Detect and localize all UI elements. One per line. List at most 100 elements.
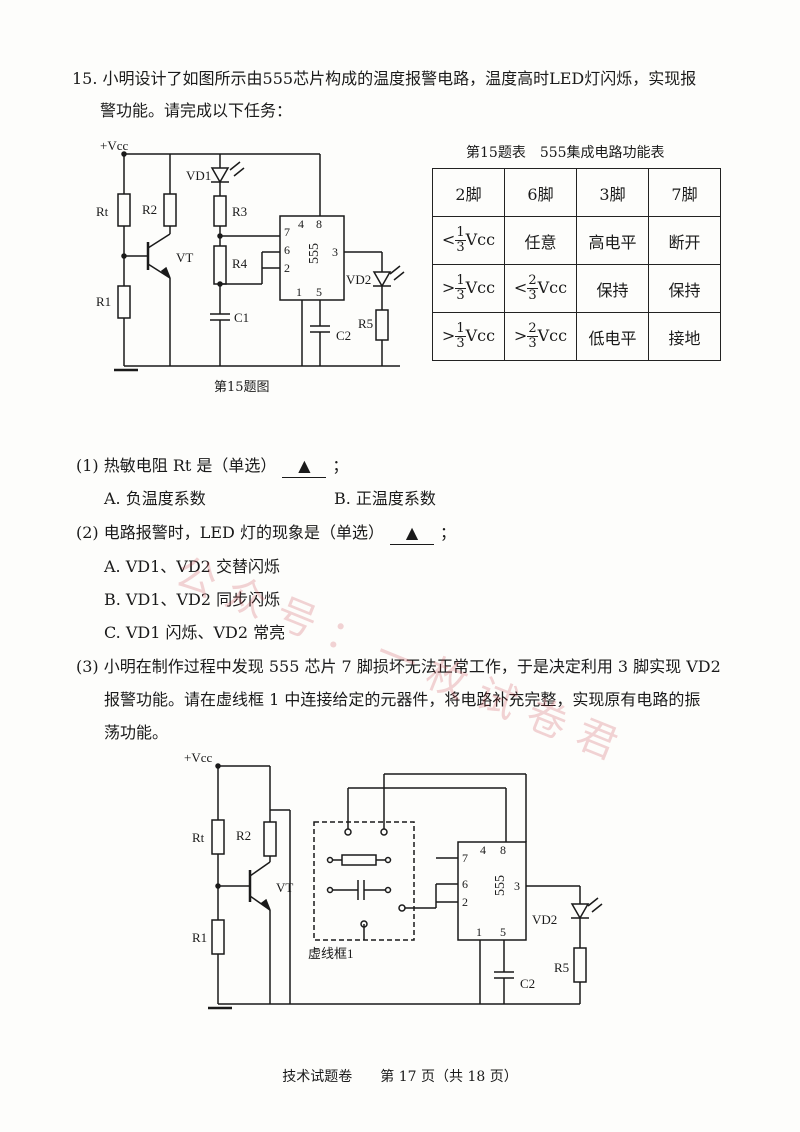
fig2-pin3: 3 xyxy=(514,879,520,893)
fraction-den: 3 xyxy=(456,240,465,255)
sub1-end: ； xyxy=(332,456,349,475)
fig1-c2-label: C2 xyxy=(336,328,351,343)
fig1-pin2: 2 xyxy=(284,261,290,275)
fraction-num: 1 xyxy=(455,273,466,289)
fig1-rt-label: Rt xyxy=(96,204,109,219)
cell-suffix: Vcc xyxy=(465,230,496,249)
cell-suffix: Vcc xyxy=(537,278,568,297)
fraction-den: 3 xyxy=(456,288,465,303)
cell-prefix: > xyxy=(441,278,456,297)
fig1-r1-label: R1 xyxy=(96,294,111,309)
fraction-den: 3 xyxy=(528,336,537,351)
dashed-box-label: 虚线框1 xyxy=(308,946,354,961)
fig1-pin4: 4 xyxy=(298,217,304,231)
page-footer: 技术试题卷 第 17 页（共 18 页） xyxy=(282,1069,518,1085)
table-cell: 低电平 xyxy=(576,312,649,361)
fig2-pin6: 6 xyxy=(462,877,468,891)
table-title: 第15题表 555集成电路功能表 xyxy=(466,145,665,161)
fig2-rt-label: Rt xyxy=(192,830,205,845)
cell-suffix: Vcc xyxy=(537,326,568,345)
sub1-option-a: A. 负温度系数 xyxy=(104,489,206,508)
fig2-r1-label: R1 xyxy=(192,930,207,945)
table-cell: 保持 xyxy=(576,264,649,313)
fig1-pin8: 8 xyxy=(316,217,322,231)
sub1-option-b: B. 正温度系数 xyxy=(334,489,436,508)
fig2-vcc-label: +Vcc xyxy=(184,752,212,765)
sub2-answer-blank[interactable]: ▲ xyxy=(389,522,434,545)
fig2-r2-label: R2 xyxy=(236,828,251,843)
fig1-pin6: 6 xyxy=(284,243,290,257)
header-cell: 6脚 xyxy=(504,168,577,217)
fig2-vt-label: VT xyxy=(276,880,293,895)
cell-prefix: < xyxy=(513,278,528,297)
sub3-line2: 报警功能。请在虚线框 1 中连接给定的元器件，将电路补充完整，实现原有电路的振 xyxy=(104,690,701,709)
sub2-end: ； xyxy=(439,523,456,542)
sub1-prompt: (1) 热敏电阻 Rt 是（单选）▲； xyxy=(76,455,348,478)
fig1-pin1: 1 xyxy=(296,285,302,299)
table-cell: 保持 xyxy=(648,264,721,313)
fig1-vt-label: VT xyxy=(176,250,193,265)
fraction-num: 2 xyxy=(527,321,538,337)
circuit-figure-1: +Vcc Rt R1 R2 VT VD1 R3 R4 C1 C2 VD2 R5 … xyxy=(96,138,405,372)
fig1-pin3: 3 xyxy=(332,245,338,259)
fig1-r2-label: R2 xyxy=(142,202,157,217)
cell-prefix: < xyxy=(441,230,456,249)
question-number: 15. xyxy=(72,69,98,88)
fraction-den: 3 xyxy=(528,288,537,303)
fig2-chip-label: 555 xyxy=(493,875,508,896)
fraction-num: 2 xyxy=(527,273,538,289)
cell-prefix: > xyxy=(513,326,528,345)
question-stem-text: 小明设计了如图所示由555芯片构成的温度报警电路，温度高时LED灯闪烁，实现报 xyxy=(102,69,697,88)
cell-suffix: Vcc xyxy=(465,326,496,345)
cell-prefix: > xyxy=(441,326,456,345)
fig2-pin5: 5 xyxy=(500,925,506,939)
fraction-num: 1 xyxy=(455,225,466,241)
fig2-pin2: 2 xyxy=(462,895,468,909)
sub3-line1: (3) 小明在制作过程中发现 555 芯片 7 脚损坏无法正常工作，于是决定利用… xyxy=(76,657,721,676)
circuit-figure-2: +Vcc Rt R1 R2 VT VD2 R5 C2 555 7 6 2 4 8… xyxy=(184,752,603,1010)
fig2-pin7: 7 xyxy=(462,851,468,865)
sub1-answer-blank[interactable]: ▲ xyxy=(282,455,327,478)
sub2-option-b: B. VD1、VD2 同步闪烁 xyxy=(104,590,281,609)
fig1-r3-label: R3 xyxy=(232,204,247,219)
fig2-r5-label: R5 xyxy=(554,960,569,975)
header-cell: 7脚 xyxy=(648,168,721,217)
table-cell: 断开 xyxy=(648,216,721,265)
fig1-vd2-label: VD2 xyxy=(346,272,371,287)
sub2-option-c: C. VD1 闪烁、VD2 常亮 xyxy=(104,623,286,642)
fig1-vcc-label: +Vcc xyxy=(100,138,128,153)
table-header-row: 2脚 6脚 3脚 7脚 xyxy=(432,168,721,217)
header-cell: 2脚 xyxy=(432,168,505,217)
sub2-text: (2) 电路报警时，LED 灯的现象是（单选） xyxy=(76,523,384,542)
fig2-vd2-label: VD2 xyxy=(532,912,557,927)
fig2-pin1: 1 xyxy=(476,925,482,939)
fig1-r4-label: R4 xyxy=(232,256,248,271)
fig1-vd1-label: VD1 xyxy=(186,168,211,183)
fig1-r5-label: R5 xyxy=(358,316,373,331)
table-cell: 接地 xyxy=(648,312,721,361)
header-cell: 3脚 xyxy=(576,168,649,217)
fig1-c1-label: C1 xyxy=(234,310,249,325)
fig2-pin8: 8 xyxy=(500,843,506,857)
cell-suffix: Vcc xyxy=(465,278,496,297)
figure1-caption: 第15题图 xyxy=(214,380,270,395)
question-stem-line1: 15. 小明设计了如图所示由555芯片构成的温度报警电路，温度高时LED灯闪烁，… xyxy=(72,68,696,90)
fig1-chip-label: 555 xyxy=(307,243,322,264)
fig1-pin7: 7 xyxy=(284,225,290,239)
fraction-den: 3 xyxy=(456,336,465,351)
question-stem-line2: 警功能。请完成以下任务： xyxy=(100,101,293,120)
table-cell: 高电平 xyxy=(576,216,649,265)
fig1-pin5: 5 xyxy=(316,285,322,299)
